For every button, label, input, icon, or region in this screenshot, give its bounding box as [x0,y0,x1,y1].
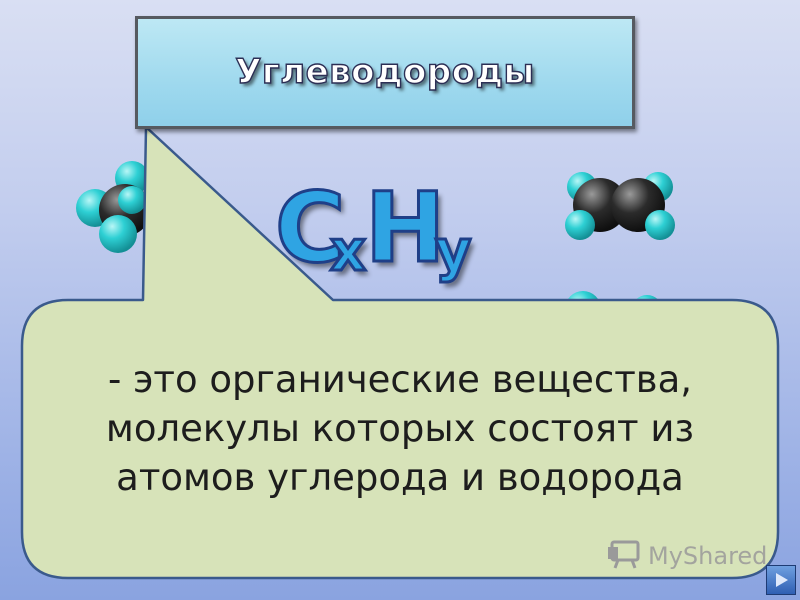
formula-hydrogen: H [363,172,446,284]
title-banner: Углеводороды [135,16,635,129]
ethylene-molecule-icon [565,172,675,240]
definition-line-2: молекулы которых состоят из [105,407,695,450]
watermark-text: MyShared [648,542,768,570]
next-slide-button[interactable] [766,565,796,595]
formula-carbon: C [273,172,346,284]
definition-line-1: - это органические вещества, [107,358,693,401]
ethane-molecule-icon [76,161,151,253]
formula-subscript-x: x [328,219,367,284]
general-formula: C x H y [273,172,505,300]
definition-text: - это органические вещества, молекулы ко… [30,355,770,502]
slide-title: Углеводороды [235,51,535,92]
formula-subscript-y: y [434,219,473,284]
myshared-logo-icon [608,540,640,569]
definition-line-3: атомов углерода и водорода [116,456,684,499]
watermark: MyShared [606,537,768,570]
arrow-right-icon [776,573,788,587]
